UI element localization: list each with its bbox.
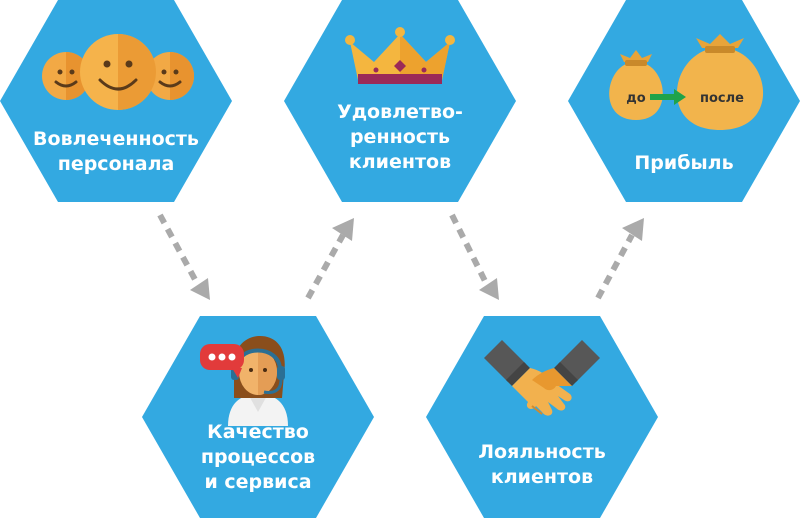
node-profit: до после Прибыль [568, 0, 800, 202]
node-satisfaction-label-2: ренность [349, 126, 451, 148]
bag-after-label: после [700, 91, 744, 106]
money-bags-icon: до после [609, 34, 764, 130]
node-loyalty-label-1: Лояльность [478, 441, 606, 463]
handshake-icon [484, 340, 600, 416]
node-engagement-label-2: персонала [57, 153, 175, 175]
bag-before-label: до [626, 91, 645, 106]
node-loyalty-label-2: клиентов [490, 466, 594, 488]
arrow-quality-to-satisfaction [305, 233, 346, 300]
arrow-satisfaction-to-loyalty [449, 213, 490, 287]
node-satisfaction-label-1: Удовлетво- [337, 101, 463, 123]
arrowhead-loyalty [479, 278, 499, 300]
node-satisfaction-label-3: клиентов [348, 151, 452, 173]
arrowhead-profit [622, 218, 644, 241]
arrow-loyalty-to-profit [595, 233, 635, 300]
crown-icon [345, 27, 455, 84]
smiley-faces-icon [42, 34, 194, 110]
node-engagement-label-1: Вовлеченность [33, 128, 199, 150]
node-quality-label-3: и сервиса [204, 471, 312, 493]
node-process-quality: Качество процессов и сервиса [142, 316, 374, 518]
node-quality-label-1: Качество [207, 421, 309, 443]
arrowhead-quality [190, 278, 210, 300]
arrow-engagement-to-quality [157, 213, 201, 287]
node-profit-label: Прибыль [634, 152, 734, 174]
arrowhead-satisfaction [332, 218, 354, 241]
node-staff-engagement: Вовлеченность персонала [0, 0, 232, 202]
node-quality-label-2: процессов [200, 446, 316, 468]
support-operator-icon [200, 336, 288, 426]
